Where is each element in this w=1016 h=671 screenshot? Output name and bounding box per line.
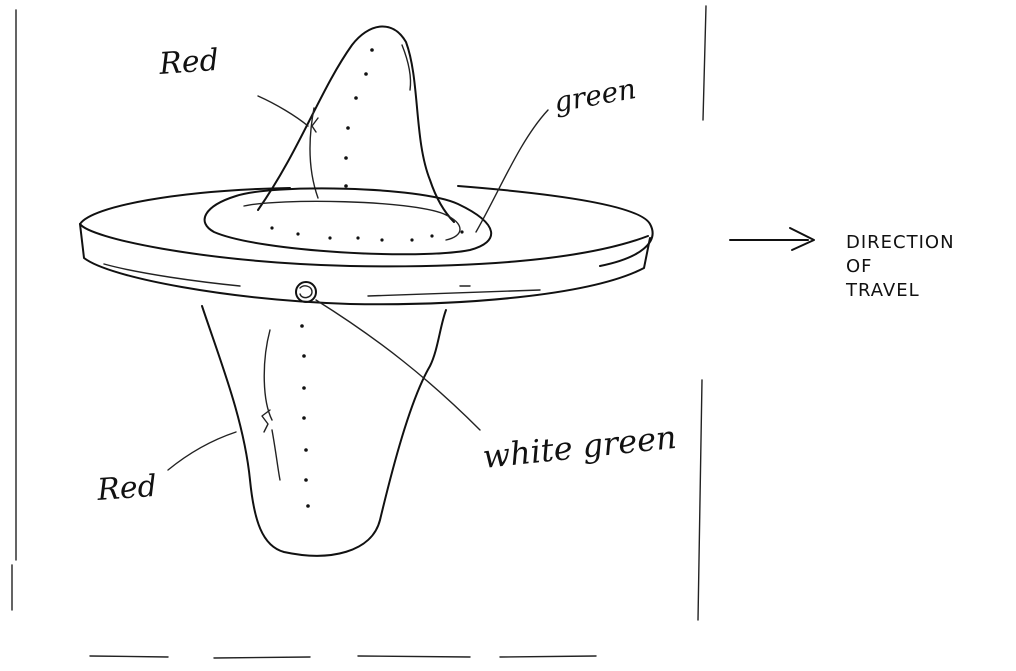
main-disc	[79, 185, 654, 306]
lower-center-dots	[300, 324, 310, 508]
direction-line-1: DIRECTION	[846, 232, 955, 253]
label-green: green	[551, 72, 638, 119]
upper-center-dots	[344, 48, 374, 188]
label-white-green: white green	[481, 418, 678, 476]
upper-cone	[257, 25, 455, 223]
direction-line-3: TRAVEL	[845, 280, 920, 301]
direction-arrow	[729, 227, 815, 251]
center-marker	[295, 281, 317, 303]
leader-lines	[167, 95, 549, 471]
inner-green-ring	[203, 187, 492, 256]
lower-cone	[201, 305, 447, 557]
label-top-red: Red	[157, 43, 220, 82]
direction-line-2: OF	[846, 256, 873, 277]
frame-lines	[11, 5, 707, 659]
label-bottom-red: Red	[95, 469, 158, 508]
